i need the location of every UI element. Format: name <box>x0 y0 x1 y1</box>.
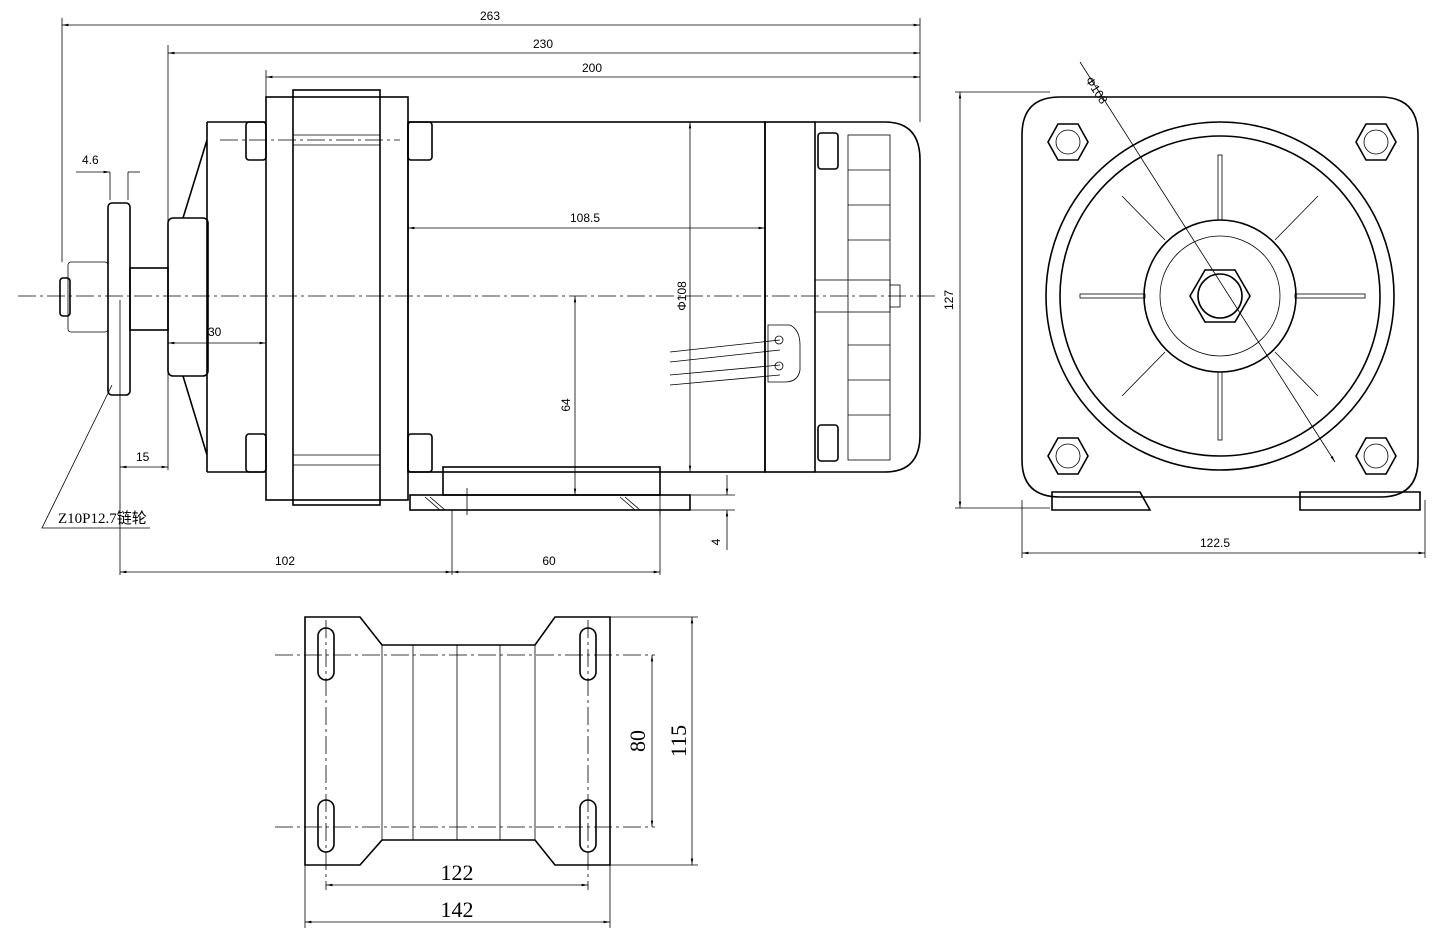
end-cap <box>764 121 816 473</box>
bolts <box>1047 123 1397 475</box>
bolt <box>245 433 267 473</box>
end-dim-dia-108: Φ108 <box>1082 74 1110 107</box>
bolt <box>407 121 433 161</box>
dim-142: 142 <box>441 897 474 922</box>
sprocket <box>1143 219 1297 373</box>
dim-4: 4 <box>709 538 723 545</box>
base-plate-view: 80 115 122 142 <box>275 616 698 928</box>
sprocket <box>107 202 131 396</box>
dim-15: 15 <box>136 450 150 464</box>
motor-body <box>407 121 766 473</box>
base-plate-outline <box>304 616 611 866</box>
dim-115: 115 <box>666 725 691 757</box>
dim-4-6: 4.6 <box>82 153 99 167</box>
side-view: 263 230 200 4.6 30 15 Z10P12.7链轮 <box>18 9 935 575</box>
feet <box>1051 491 1421 511</box>
gearbox-housing <box>182 121 266 473</box>
sprocket-label: Z10P12.7链轮 <box>58 510 147 527</box>
dim-122: 122 <box>441 860 474 885</box>
dim-230: 230 <box>533 37 553 51</box>
hub <box>167 217 209 377</box>
motor-outline <box>1045 121 1395 471</box>
dim-102: 102 <box>275 554 295 568</box>
label-leader <box>41 384 150 529</box>
dim-263: 263 <box>480 9 500 23</box>
dim-dia-108: Φ108 <box>675 281 689 311</box>
flange <box>265 96 409 501</box>
dim-122-5: 122.5 <box>1200 536 1230 550</box>
end-plate <box>1021 96 1419 498</box>
dim-200: 200 <box>582 61 602 75</box>
bolt <box>245 121 267 161</box>
shaft-nut <box>1189 269 1251 323</box>
dim-60: 60 <box>542 554 556 568</box>
cable <box>669 324 801 386</box>
base-plate <box>409 494 691 511</box>
dim-80: 80 <box>625 730 650 752</box>
fan-spokes <box>1079 154 1366 441</box>
dim-108-5: 108.5 <box>570 211 600 225</box>
dim-30: 30 <box>208 325 222 339</box>
bolt <box>407 433 433 473</box>
dim-127: 127 <box>942 290 956 310</box>
end-view: Φ108 127 122.5 <box>942 61 1426 558</box>
nut <box>67 261 109 333</box>
dim-64: 64 <box>559 398 573 412</box>
dia-leader <box>1079 61 1336 463</box>
fan-cover <box>815 121 921 473</box>
